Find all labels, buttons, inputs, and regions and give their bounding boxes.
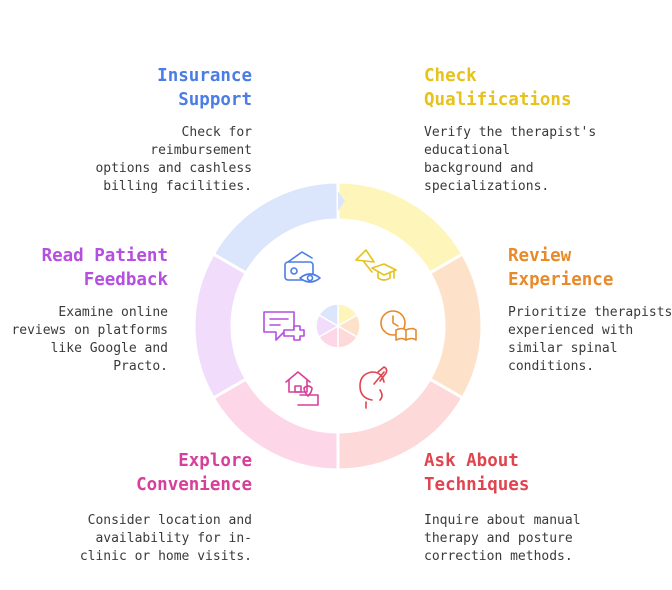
wallet-eye-icon <box>284 251 321 283</box>
feedback-title: Read Patient Feedback <box>41 246 168 290</box>
convenience-description: Consider location and availability for i… <box>79 513 252 564</box>
clock-book-icon <box>380 310 417 341</box>
insurance-description: Check for reimbursement options and cash… <box>95 125 252 194</box>
insurance-title: Insurance Support <box>157 66 252 110</box>
house-location-icon <box>285 371 319 406</box>
hand-head-icon <box>359 366 388 409</box>
qualifications-description: Verify the therapist's educational backg… <box>424 125 597 194</box>
qualifications-title: Check Qualifications <box>424 66 572 110</box>
experience-title: Review Experience <box>508 246 614 290</box>
feedback-description: Examine online reviews on platforms like… <box>11 305 168 374</box>
techniques-description: Inquire about manual therapy and posture… <box>424 513 581 564</box>
graduation-cap-icon <box>355 249 397 281</box>
techniques-title: Ask About Techniques <box>424 451 530 495</box>
experience-description: Prioritize therapists experienced with s… <box>508 305 672 374</box>
center-pie <box>315 303 361 349</box>
ring-arrow-insurance <box>338 191 345 211</box>
center-pie-slice-insurance <box>317 303 339 328</box>
ring-segments <box>192 180 484 472</box>
convenience-title: Explore Convenience <box>136 451 252 495</box>
review-plus-icon <box>263 311 305 341</box>
